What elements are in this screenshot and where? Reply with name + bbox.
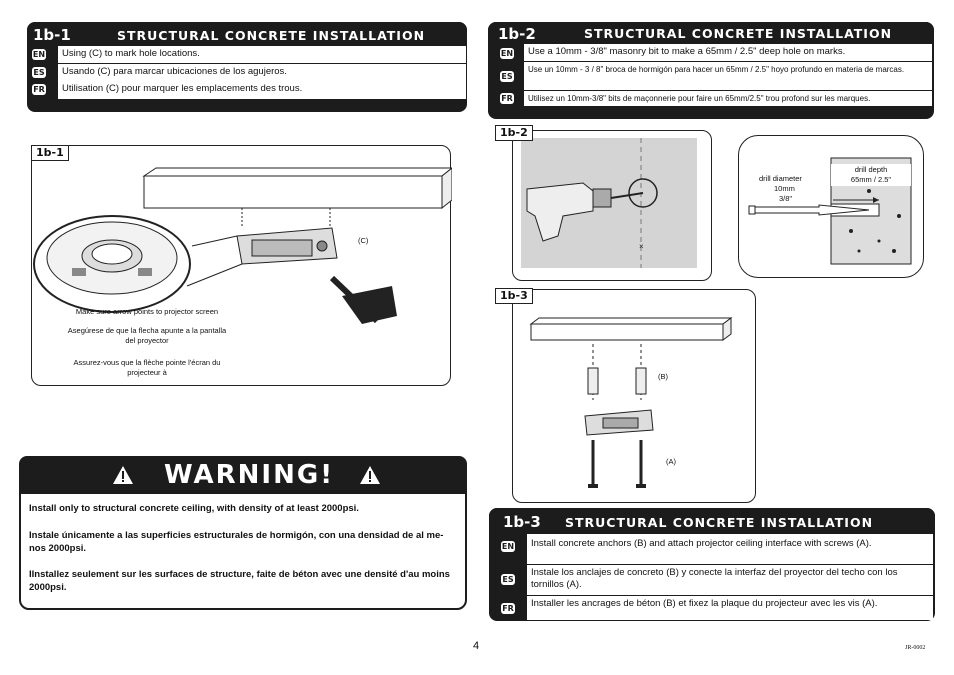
warning-header: WARNING!: [19, 456, 467, 494]
drill-diameter-label: drill diameter: [759, 174, 802, 183]
step3-number: 1b-3: [503, 513, 541, 531]
step1-row-en: Using (C) to mark hole locations.: [58, 46, 466, 63]
step2-lang-fr: FR: [500, 93, 514, 104]
caption-fr: Assurez-vous que la flèche pointe l'écra…: [73, 358, 221, 377]
step1-lang-fr: FR: [32, 84, 46, 95]
drill-diameter-in: 3/8": [779, 194, 793, 203]
step3-lang-en: EN: [501, 541, 515, 552]
step2-row-es: Use un 10mm - 3 / 8" broca de hormigón p…: [524, 62, 932, 90]
step2-row-en: Use a 10mm - 3/8" masonry bit to make a …: [524, 44, 932, 61]
drill-depth-label: drill depth: [854, 165, 888, 174]
caption-en: Make sure arrow points to projector scre…: [75, 307, 219, 316]
drill-depth-text: drill depth 65mm / 2.5": [831, 164, 911, 186]
figure-1b-2: × 1b-2: [495, 125, 712, 281]
step1-lang-es: ES: [32, 67, 46, 78]
step1-title: STRUCTURAL CONCRETE INSTALLATION: [117, 28, 426, 43]
step3-title: STRUCTURAL CONCRETE INSTALLATION: [565, 515, 874, 530]
step3-lang-es: ES: [501, 574, 515, 585]
step2-header: 1b-2 STRUCTURAL CONCRETE INSTALLATION: [488, 22, 934, 44]
step3-row-es: Instale los anclajes de concreto (B) y c…: [527, 565, 933, 595]
warning-title: WARNING!: [164, 460, 335, 490]
step1-row-fr: Utilisation (C) pour marquer les emplace…: [58, 81, 466, 99]
label-b: (B): [658, 372, 668, 381]
figure-1b-3-tag: 1b-3: [495, 288, 533, 304]
drill-bit-detail-illustration: [748, 157, 912, 265]
step1-lang-en: EN: [32, 49, 46, 60]
step1-instruction-block: 1b-1 STRUCTURAL CONCRETE INSTALLATION EN…: [27, 22, 467, 112]
ceiling-plate-illustration: [33, 167, 452, 324]
svg-text:×: ×: [639, 242, 644, 251]
step3-row-en: Install concrete anchors (B) and attach …: [527, 534, 933, 564]
warning-triangle-icon: [113, 466, 133, 484]
step1-number: 1b-1: [33, 26, 71, 44]
drill-illustration: ×: [521, 138, 697, 268]
warning-line-en: Install only to structural concrete ceil…: [29, 503, 359, 514]
anchor-screw-illustration: [529, 317, 733, 488]
figure-1b-3: 1b-3 (B) (A): [495, 288, 756, 503]
label-a: (A): [666, 457, 676, 466]
step1-row-es: Usando (C) para marcar ubicaciones de lo…: [58, 64, 466, 81]
step2-lang-en: EN: [500, 48, 514, 59]
step2-number: 1b-2: [498, 25, 536, 43]
step3-lang-fr: FR: [501, 603, 515, 614]
step2-lang-es: ES: [500, 71, 514, 82]
drill-depth-value: 65mm / 2.5": [850, 175, 892, 184]
warning-line-fr: IInstallez seulement sur les surfaces de…: [29, 569, 450, 593]
step2-row-fr: Utilisez un 10mm-3/8" bits de maçonnerie…: [524, 91, 932, 106]
figure-1b-1: 1b-1 (C) Make sure arrow points to proje…: [31, 145, 452, 386]
figure-1b-1-tag: 1b-1: [31, 145, 69, 161]
drill-diameter-mm: 10mm: [774, 184, 795, 193]
drill-depth-detail: drill diameter 10mm 3/8" drill depth 65m…: [738, 135, 924, 278]
warning-triangle-icon: [360, 466, 380, 484]
step3-header: 1b-3 STRUCTURAL CONCRETE INSTALLATION: [489, 508, 935, 534]
warning-box: WARNING! Install only to structural conc…: [19, 456, 467, 610]
figure-1b-2-tag: 1b-2: [495, 125, 533, 141]
step1-header: 1b-1 STRUCTURAL CONCRETE INSTALLATION: [27, 22, 467, 46]
step2-title: STRUCTURAL CONCRETE INSTALLATION: [584, 26, 893, 41]
step3-instruction-block: 1b-3 STRUCTURAL CONCRETE INSTALLATION EN…: [489, 508, 935, 621]
document-code: JR-0002: [905, 645, 926, 651]
step3-row-fr: Installer les ancrages de béton (B) et f…: [527, 596, 933, 620]
label-c: (C): [358, 236, 369, 245]
step2-instruction-block: 1b-2 STRUCTURAL CONCRETE INSTALLATION EN…: [488, 22, 934, 119]
page-number: 4: [473, 640, 480, 652]
warning-line-es: Instale únicamente a las superficies est…: [29, 530, 444, 554]
caption-es: Asegúrese de que la flecha apunte a la p…: [67, 326, 227, 345]
